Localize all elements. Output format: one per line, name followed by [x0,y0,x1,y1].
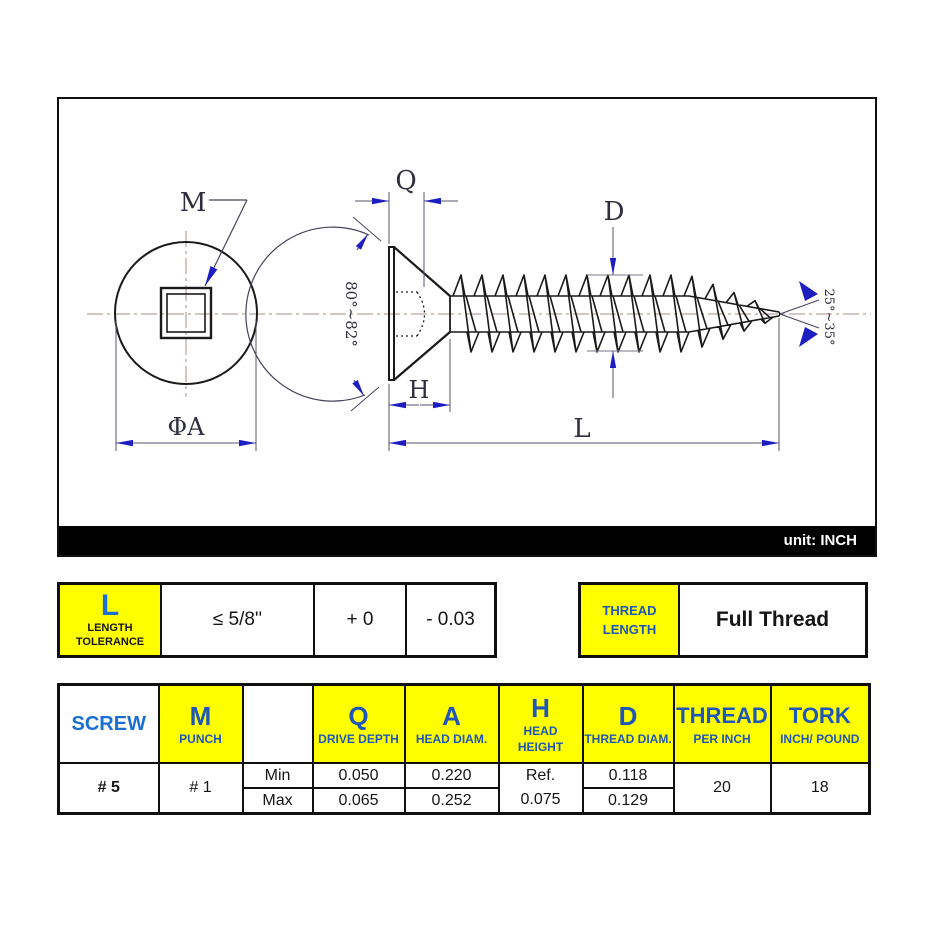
col-tork: TORK INCH/ POUND [769,683,871,764]
thread-length-table: THREAD LENGTH Full Thread [578,582,868,658]
dimension-point-angle: 25°~35° [779,281,836,347]
dimension-q: Q [355,166,458,287]
thread-length-header: THREAD LENGTH [581,585,678,655]
punch-size-cell: # 1 [157,762,244,815]
min-label-cell: Min [241,762,314,789]
a-min-cell: 0.220 [403,762,500,789]
point-angle-arrow-bottom [799,327,818,347]
thread-per-inch-cell: 20 [672,762,772,815]
h-min-value: Ref. [525,767,556,784]
col-q: Q DRIVE DEPTH [311,683,406,764]
drive-recess-hidden-lines [396,291,426,337]
unit-label: unit: INCH [59,526,875,555]
head-outline-circle [114,241,258,385]
label-h: H [409,376,430,404]
thread-length-value: Full Thread [678,585,865,655]
tolerance-minus-cell: - 0.03 [405,585,494,655]
q-min-cell: 0.050 [311,762,406,789]
h-values-cell: Ref. 0.075 [497,762,584,815]
tolerance-word: TOLERANCE [75,636,145,648]
label-q: Q [395,166,416,196]
label-phi-a: ΦA [167,413,205,441]
col-d: D THREAD DIAM. [581,683,675,764]
col-screw: SCREW [57,683,160,764]
square-drive-inner [166,293,206,333]
label-point-angle: 25°~35° [821,289,836,346]
spec-max-row: Max 0.065 0.252 0.129 [59,787,870,815]
label-l: L [573,414,590,444]
length-tolerance-header: L LENGTH TOLERANCE [60,585,160,655]
max-label-cell: Max [241,787,314,815]
dimension-d: D [587,197,643,398]
square-drive-outer [159,286,213,340]
d-max-cell: 0.129 [581,787,675,815]
tolerance-plus-cell: + 0 [313,585,405,655]
dimension-head-angle: 80°~82° [245,216,382,412]
tolerance-range-cell: ≤ 5/8'' [160,585,313,655]
length-word-2: LENGTH [602,622,657,637]
point-angle-arrow-top [799,281,818,301]
col-h: H HEAD HEIGHT [497,683,584,764]
col-blank [241,683,314,764]
col-m: M PUNCH [157,683,244,764]
label-head-angle: 80°~82° [342,281,360,347]
length-tolerance-table: L LENGTH TOLERANCE ≤ 5/8'' + 0 - 0.03 [57,582,497,658]
col-thread: THREAD PER INCH [672,683,772,764]
d-min-cell: 0.118 [581,762,675,789]
screw-technical-drawing: M ΦA [87,166,871,451]
spec-header-row: SCREW M PUNCH Q DRIVE DEPTH A HEAD DIAM.… [57,683,871,764]
h-max-value: 0.075 [520,791,561,808]
dimension-phi-a: ΦA [115,321,257,451]
col-a: A HEAD DIAM. [403,683,500,764]
screw-size-cell: # 5 [57,762,160,815]
dimension-m: M [180,188,248,287]
thread-word: THREAD [602,603,657,618]
head-front-view [114,241,258,385]
head-side-view [388,246,451,381]
tork-cell: 18 [769,762,871,815]
a-max-cell: 0.252 [403,787,500,815]
label-d: D [604,197,625,227]
label-m: M [180,188,207,218]
length-word: LENGTH [87,622,133,634]
dimension-l: L [388,318,780,451]
q-max-cell: 0.065 [311,787,406,815]
screw-spec-table: SCREW M PUNCH Q DRIVE DEPTH A HEAD DIAM.… [57,683,871,815]
spec-min-row: # 5 # 1 Min 0.050 0.220 Ref. 0.075 0.118… [57,762,871,815]
length-symbol: L [100,589,120,622]
technical-drawing-panel: M ΦA [57,97,877,557]
dimension-h: H [388,339,451,412]
